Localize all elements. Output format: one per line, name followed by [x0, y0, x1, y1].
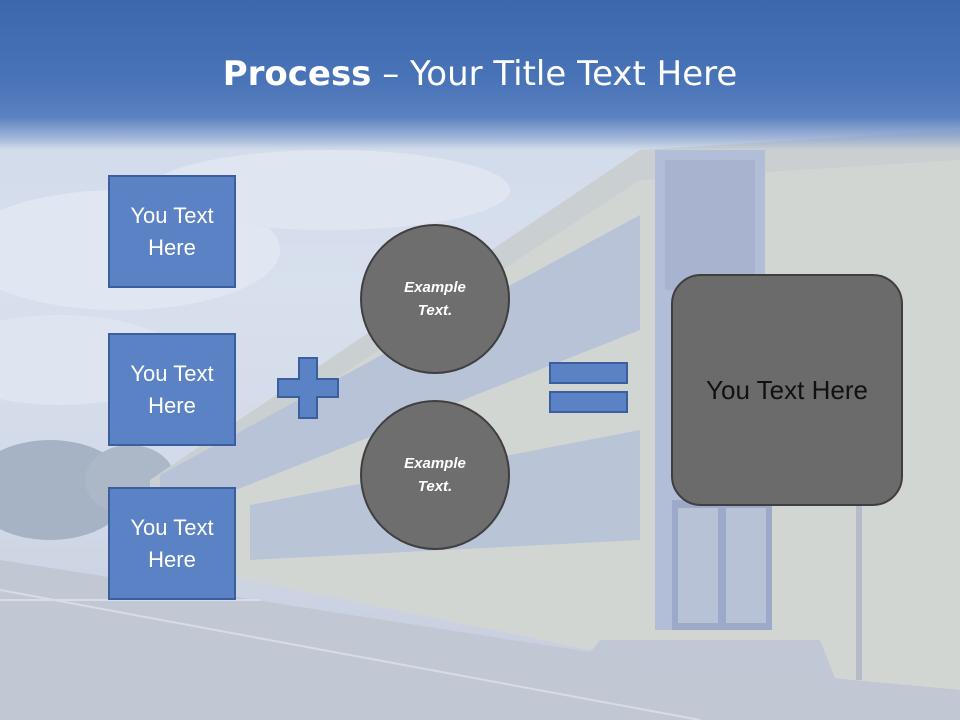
- example-circle-1[interactable]: Example Text.: [360, 224, 510, 374]
- example-circle-1-label: Example Text.: [404, 279, 466, 319]
- equals-icon: [549, 362, 628, 413]
- title-bold-text: Process: [222, 54, 372, 94]
- plus-icon: [277, 357, 339, 419]
- text-box-1[interactable]: You Text Here: [108, 175, 236, 288]
- text-box-2-label: You Text Here: [130, 360, 214, 418]
- example-circle-2[interactable]: Example Text.: [360, 400, 510, 550]
- result-box-label: You Text Here: [706, 374, 868, 405]
- title-bar: [0, 0, 960, 150]
- slide-title[interactable]: Process – Your Title Text Here: [0, 50, 960, 98]
- result-box[interactable]: You Text Here: [671, 274, 903, 506]
- text-box-1-label: You Text Here: [130, 202, 214, 260]
- text-box-3[interactable]: You Text Here: [108, 487, 236, 600]
- text-box-2[interactable]: You Text Here: [108, 333, 236, 446]
- title-rest-text: – Your Title Text Here: [371, 54, 738, 94]
- example-circle-2-label: Example Text.: [404, 455, 466, 495]
- text-box-3-label: You Text Here: [130, 514, 214, 572]
